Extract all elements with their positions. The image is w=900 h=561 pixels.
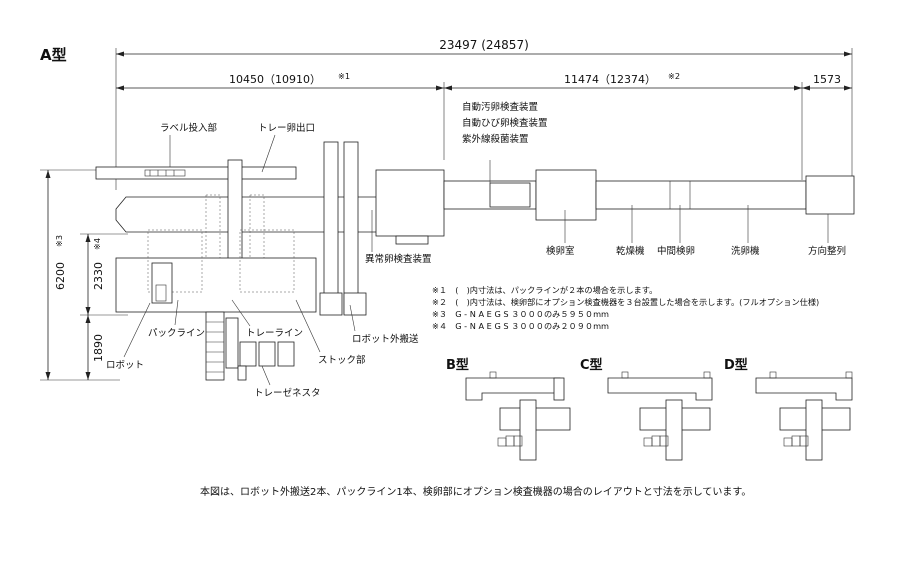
arrowhead-icon	[116, 51, 124, 57]
label-abnormal-inspect: 異常卵検査装置	[365, 253, 432, 265]
variant-b-drawing	[465, 371, 571, 461]
arrowhead-icon	[85, 234, 91, 242]
label-orientation: 方向整列	[808, 245, 846, 257]
washer-conveyor	[595, 180, 807, 210]
label-tray-egg-out: トレー卵出口	[258, 122, 315, 134]
tray-nester-3	[277, 341, 295, 367]
arrowhead-icon	[85, 315, 91, 323]
dim-left: 10450（10910）	[229, 73, 321, 86]
label-robot: ロボット	[106, 360, 144, 371]
arrowhead-icon	[436, 85, 444, 91]
label-mid-candling: 中間検卵	[657, 245, 695, 257]
robot-unit	[151, 262, 173, 304]
tray-line-conveyor	[205, 311, 225, 381]
label-inspect-dirty: 自動汚卵検査装置	[462, 101, 538, 113]
footer-note: 本図は、ロボット外搬送2本、パックライン1本、検卵部にオプション検査機器の場合の…	[200, 485, 751, 498]
note-3: ※３ G - N A E G S ３０００のみ５９５０mm	[432, 309, 609, 319]
label-tray-nester: トレーゼネスタ	[254, 387, 321, 399]
dim-right: 1573	[813, 73, 841, 86]
label-robot-out: ロボット外搬送	[352, 333, 419, 345]
inspect-devices	[489, 182, 531, 208]
pack-line-area	[115, 257, 317, 313]
dim-height-lower: 1890	[92, 334, 105, 362]
arrowhead-icon	[85, 372, 91, 380]
variant-b-title: B型	[446, 357, 469, 373]
candling-front	[375, 169, 445, 237]
label-uv-sterilize: 紫外線殺菌装置	[462, 133, 529, 145]
arrowhead-icon	[45, 372, 51, 380]
dim-total: 23497 (24857)	[439, 38, 529, 52]
arrowhead-icon	[116, 85, 124, 91]
label-candling-room: 検卵室	[546, 245, 575, 257]
dim-left-note: ※1	[338, 71, 350, 81]
arrowhead-icon	[444, 85, 452, 91]
dim-height-upper-note: ※4	[92, 238, 102, 250]
note-2: ※２ ( )内寸法は、検卵部にオプション検査機器を３台設置した場合を示します。(…	[432, 297, 819, 307]
dim-height-total: 6200	[54, 262, 67, 290]
note-4: ※４ G - N A E G S ３０００のみ２０９０mm	[432, 321, 609, 331]
arrowhead-icon	[794, 85, 802, 91]
variant-d-title: D型	[724, 357, 748, 373]
label-pack-line: パックライン	[148, 328, 205, 339]
layout-a	[95, 141, 855, 381]
variant-c-drawing	[607, 371, 713, 461]
label-feed: ラベル投入部	[160, 122, 217, 134]
dim-mid-note: ※2	[668, 71, 680, 81]
label-tray-line: トレーライン	[246, 328, 303, 339]
dim-mid: 11474（12374）	[564, 73, 656, 86]
variant-d-drawing	[755, 371, 853, 461]
arrowhead-icon	[844, 85, 852, 91]
label-stock: ストック部	[318, 354, 366, 366]
arrowhead-icon	[844, 51, 852, 57]
diagram-title: A型	[40, 46, 67, 64]
orientation-unit	[805, 175, 855, 215]
label-dryer: 乾燥機	[616, 245, 645, 257]
candling-room	[535, 169, 597, 221]
variant-c-title: C型	[580, 357, 603, 373]
dim-height-total-note: ※3	[54, 235, 64, 247]
label-feeder	[95, 166, 297, 180]
dim-height-upper: 2330	[92, 262, 105, 290]
tray-nester-2	[258, 341, 276, 367]
arrowhead-icon	[45, 170, 51, 178]
label-inspect-crack: 自動ひび卵検査装置	[462, 117, 548, 129]
note-1: ※１ ( )内寸法は、パックラインが２本の場合を示します。	[432, 285, 657, 295]
stock-column-1	[323, 141, 339, 315]
stock-column-2	[343, 141, 359, 315]
arrowhead-icon	[85, 307, 91, 315]
arrowhead-icon	[802, 85, 810, 91]
tray-nester-1	[239, 341, 257, 367]
label-washer: 洗卵機	[731, 245, 760, 257]
